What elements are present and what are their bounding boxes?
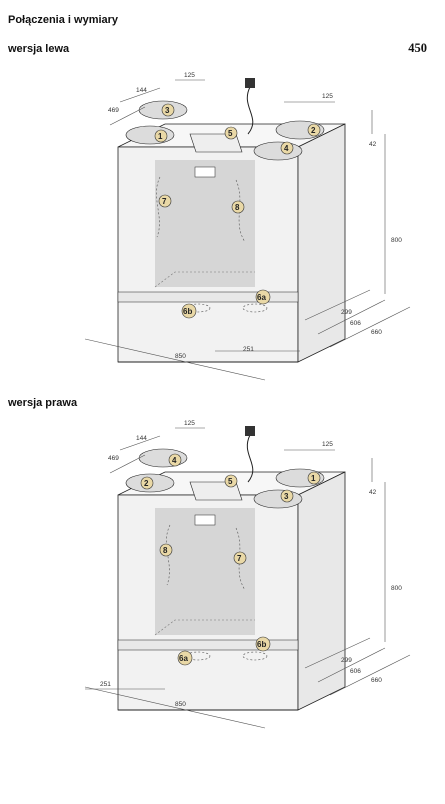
dim-469: 469 — [108, 107, 119, 114]
svg-text:5: 5 — [228, 477, 233, 486]
callouts: 1 2 3 4 5 6a 6b 7 8 — [154, 103, 321, 319]
unit-cabinet — [117, 78, 346, 363]
svg-text:8: 8 — [163, 546, 168, 555]
dim-251: 251 — [100, 681, 111, 688]
callout-4: 4 — [280, 141, 294, 155]
svg-text:8: 8 — [235, 203, 240, 212]
callout-5: 5 — [224, 126, 238, 140]
dim-850: 850 — [175, 353, 186, 360]
dim-125: 125 — [184, 420, 195, 427]
callout-6b: 6b — [181, 303, 197, 319]
svg-text:6a: 6a — [257, 293, 266, 302]
svg-text:3: 3 — [165, 106, 170, 115]
dim-251: 251 — [243, 346, 254, 353]
model-number: 450 — [408, 41, 427, 55]
dimension-lines — [84, 79, 411, 381]
svg-text:2: 2 — [144, 479, 149, 488]
callout-6b: 6b — [255, 636, 271, 652]
svg-text:6a: 6a — [179, 654, 188, 663]
page-title: Połączenia i wymiary — [8, 14, 119, 26]
callout-8: 8 — [159, 543, 173, 557]
unit-cabinet — [117, 426, 346, 711]
callout-1: 1 — [154, 129, 168, 143]
svg-text:7: 7 — [237, 554, 242, 563]
dim-125: 125 — [322, 441, 333, 448]
dim-469: 469 — [108, 455, 119, 462]
callout-6a: 6a — [255, 289, 271, 305]
version-left-heading: wersja lewa — [8, 43, 70, 55]
diagram-left-version: 144 125 125 469 42 800 299 606 660 850 2… — [84, 72, 411, 381]
callout-7: 7 — [158, 194, 172, 208]
dim-42: 42 — [369, 489, 377, 496]
dim-850: 850 — [175, 701, 186, 708]
dim-800: 800 — [391, 237, 402, 244]
svg-text:4: 4 — [172, 456, 177, 465]
callout-7: 7 — [233, 551, 247, 565]
dim-800: 800 — [391, 585, 402, 592]
callout-5: 5 — [224, 474, 238, 488]
dim-144: 144 — [136, 87, 147, 94]
dimension-lines — [84, 427, 411, 729]
svg-text:1: 1 — [158, 132, 163, 141]
dim-299: 299 — [341, 309, 352, 316]
svg-text:7: 7 — [162, 197, 167, 206]
dim-299: 299 — [341, 657, 352, 664]
callout-8: 8 — [231, 200, 245, 214]
callout-4: 4 — [168, 453, 182, 467]
svg-text:6b: 6b — [183, 307, 192, 316]
callouts: 1 2 3 4 5 6a 6b 7 8 — [140, 453, 321, 666]
dim-125: 125 — [322, 93, 333, 100]
dim-660: 660 — [371, 329, 382, 336]
callout-1: 1 — [307, 471, 321, 485]
callout-2: 2 — [307, 123, 321, 137]
dim-606: 606 — [350, 320, 361, 327]
callout-3: 3 — [161, 103, 175, 117]
callout-3: 3 — [280, 489, 294, 503]
svg-text:5: 5 — [228, 129, 233, 138]
svg-text:3: 3 — [284, 492, 289, 501]
svg-text:6b: 6b — [257, 640, 266, 649]
dim-606: 606 — [350, 668, 361, 675]
dim-144: 144 — [136, 435, 147, 442]
version-right-heading: wersja prawa — [8, 397, 78, 409]
callout-6a: 6a — [177, 650, 193, 666]
svg-text:1: 1 — [311, 474, 316, 483]
svg-text:2: 2 — [311, 126, 316, 135]
callout-2: 2 — [140, 476, 154, 490]
svg-text:4: 4 — [284, 144, 289, 153]
diagram-right-version: 144 125 125 469 42 800 299 606 660 850 2… — [84, 420, 411, 729]
dim-42: 42 — [369, 141, 377, 148]
dim-125: 125 — [184, 72, 195, 79]
dim-660: 660 — [371, 677, 382, 684]
